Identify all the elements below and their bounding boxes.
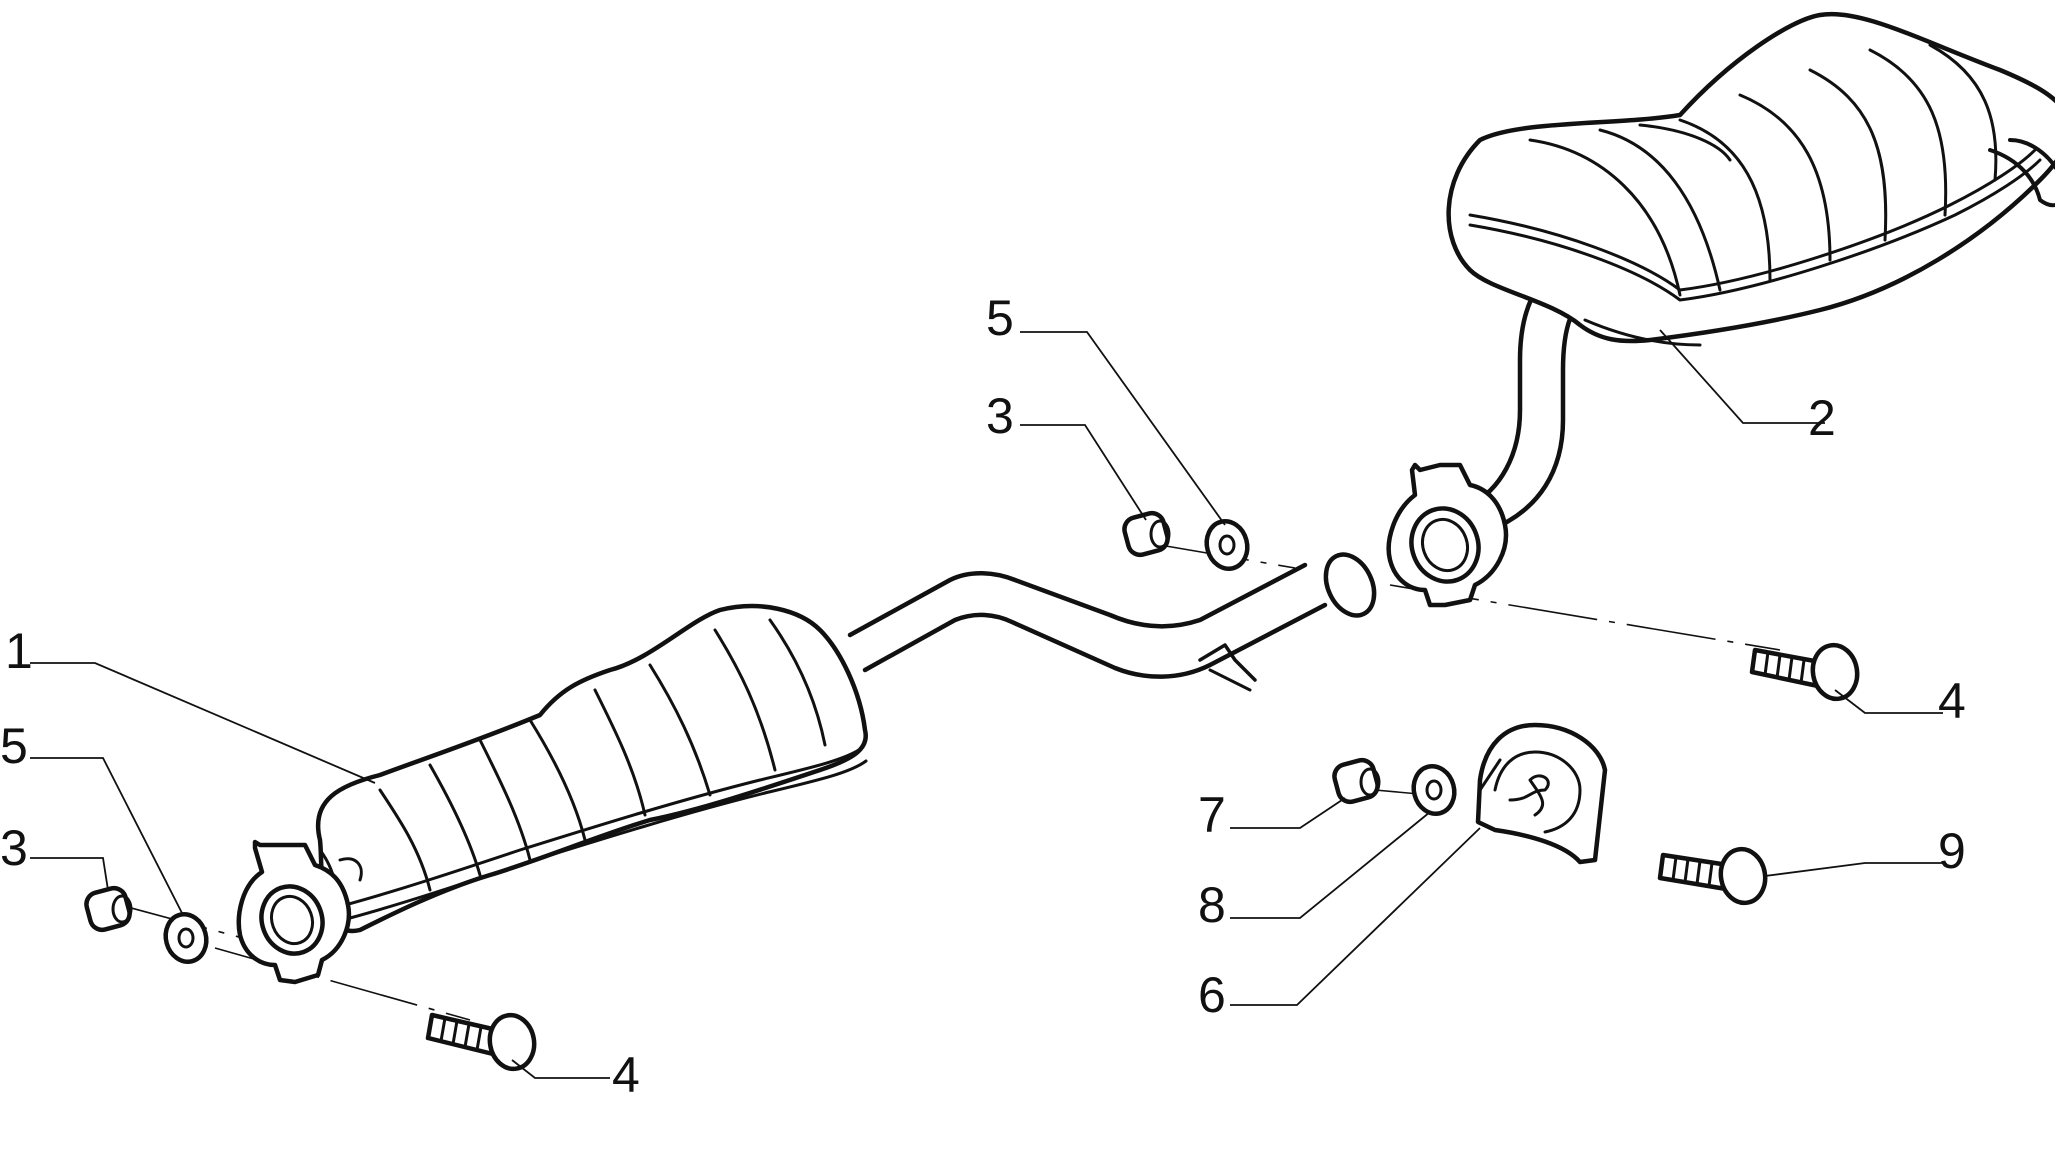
- callout-4-rear: 4: [1938, 673, 1966, 729]
- rear-silencer: [1446, 11, 2055, 533]
- leader-7: [1230, 797, 1346, 829]
- rear-pipe-flange: [1386, 462, 1509, 608]
- leader-5-rear: [1020, 331, 1226, 526]
- catalytic-converter-front-pipe: [315, 552, 1377, 934]
- callout-2: 2: [1808, 390, 1836, 446]
- rubber-mount: [1475, 722, 1608, 865]
- nut-rear: [1122, 510, 1171, 558]
- nut-front: [84, 885, 133, 933]
- callout-8: 8: [1198, 877, 1226, 933]
- callout-5-rear: 5: [986, 290, 1014, 346]
- callout-3-front: 3: [0, 820, 28, 876]
- leader-3-front: [30, 857, 109, 891]
- callout-3-rear: 3: [986, 388, 1014, 444]
- washer-front: [163, 911, 209, 965]
- bolt-mount: [1657, 846, 1768, 906]
- callout-labels: 1 2 3 3 4 4 5 5 6 7 8 9: [0, 290, 1966, 1103]
- callout-6: 6: [1198, 967, 1226, 1023]
- nut-mount: [1332, 757, 1381, 805]
- bolt-front: [425, 1012, 537, 1072]
- leader-5-front: [30, 757, 184, 916]
- leader-6: [1230, 827, 1481, 1006]
- leader-9: [1764, 862, 1943, 877]
- callout-1: 1: [5, 623, 33, 679]
- front-pipe-flange: [236, 839, 352, 985]
- callout-7: 7: [1198, 787, 1226, 843]
- leader-8: [1230, 811, 1431, 919]
- callout-9: 9: [1938, 823, 1966, 879]
- leader-1: [30, 662, 376, 784]
- leader-4-front: [511, 1059, 610, 1079]
- callout-5-front: 5: [0, 718, 28, 774]
- leader-3-rear: [1020, 424, 1147, 521]
- leader-lines: [30, 329, 1943, 1079]
- leader-2: [1659, 329, 1825, 424]
- washer-rear: [1204, 518, 1250, 572]
- washer-mount: [1411, 763, 1457, 817]
- leader-4-rear: [1834, 689, 1943, 714]
- bolt-rear: [1749, 642, 1860, 702]
- callout-4-front: 4: [612, 1047, 640, 1103]
